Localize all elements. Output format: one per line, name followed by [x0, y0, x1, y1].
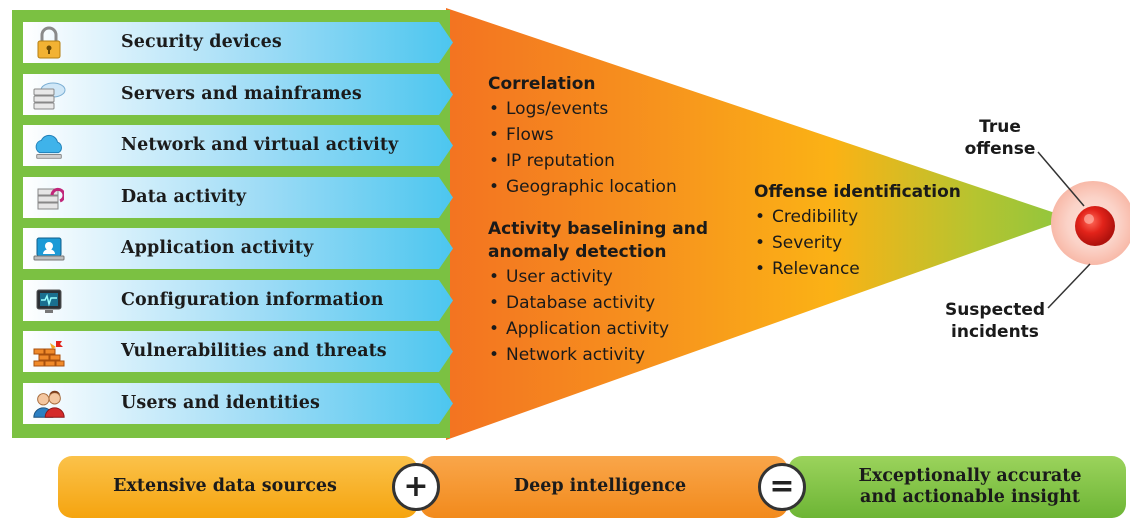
- source-label: Security devices: [121, 32, 282, 52]
- bar-segment-insight: [788, 456, 1126, 518]
- plus-icon: +: [392, 463, 440, 511]
- suspected-line1: Suspected: [944, 300, 1046, 320]
- deep-intelligence-label: Deep intelligence: [513, 476, 687, 496]
- list-item: Geographic location: [488, 174, 677, 200]
- firewall-icon: [31, 334, 67, 370]
- cloud-network-icon: [31, 128, 67, 164]
- list-item: Flows: [488, 122, 677, 148]
- extensive-data-sources-label: Extensive data sources: [113, 476, 337, 496]
- correlation-heading: Correlation: [488, 74, 596, 94]
- baselining-heading-line1: Activity baselining and: [488, 219, 709, 239]
- list-item: Database activity: [488, 290, 708, 316]
- source-row: Network and virtual activity: [23, 125, 453, 166]
- source-row: Servers and mainframes: [23, 73, 453, 115]
- source-arrow: [23, 331, 453, 372]
- list-item: Credibility: [754, 204, 961, 230]
- source-label: Configuration information: [121, 289, 384, 310]
- true-offense-line1: True: [979, 117, 1021, 137]
- users-icon: [31, 386, 67, 422]
- server-cloud-icon: [31, 77, 67, 113]
- list-item: Severity: [754, 230, 961, 256]
- source-arrow: [23, 125, 453, 166]
- suspected-incidents-pointer: [1047, 263, 1091, 309]
- baselining-heading-line2: anomaly detection: [488, 242, 667, 262]
- source-label: Users and identities: [121, 392, 320, 413]
- source-arrow: [23, 176, 453, 218]
- true-offense-dot: [1075, 206, 1115, 246]
- source-label: Vulnerabilities and threats: [121, 341, 387, 361]
- true-offense-pointer: [1037, 151, 1085, 207]
- baselining-list: User activity Database activity Applicat…: [488, 264, 708, 368]
- source-arrow: [23, 228, 453, 269]
- list-item: IP reputation: [488, 148, 677, 174]
- offense-heading: Offense identification: [754, 182, 961, 202]
- source-row: Application activity: [23, 228, 453, 269]
- source-label: Data activity: [121, 186, 247, 207]
- true-offense-line2: offense: [964, 139, 1036, 159]
- offense-block: Offense identification Credibility Sever…: [754, 181, 961, 282]
- source-row: Security devices: [23, 22, 453, 63]
- suspected-incidents-label: Suspected incidents: [942, 299, 1048, 343]
- application-icon: [31, 231, 67, 267]
- list-item: Logs/events: [488, 96, 677, 122]
- source-row: Data activity: [23, 176, 453, 218]
- true-offense-label: True offense: [962, 116, 1038, 160]
- source-label: Servers and mainframes: [121, 83, 362, 104]
- bar-segment-data-sources: [58, 456, 418, 518]
- source-label: Application activity: [121, 238, 314, 258]
- correlation-block: Correlation Logs/events Flows IP reputat…: [488, 73, 677, 200]
- baselining-block: Activity baselining and anomaly detectio…: [488, 218, 708, 368]
- offense-list: Credibility Severity Relevance: [754, 204, 961, 282]
- monitor-config-icon: [31, 283, 67, 319]
- accurate-insight-label: Exceptionally accurate and actionable in…: [820, 466, 1120, 508]
- source-row: Configuration information: [23, 279, 453, 321]
- lock-icon: [31, 25, 67, 61]
- bar-segment-intelligence: [420, 456, 788, 518]
- list-item: User activity: [488, 264, 708, 290]
- list-item: Relevance: [754, 256, 961, 282]
- source-arrow: [23, 382, 453, 424]
- source-label: Network and virtual activity: [121, 135, 399, 155]
- database-icon: [31, 180, 67, 216]
- correlation-list: Logs/events Flows IP reputation Geograph…: [488, 96, 677, 200]
- insight-line2: and actionable insight: [860, 487, 1080, 507]
- source-arrow: [23, 279, 453, 321]
- source-arrow: [23, 22, 453, 63]
- insight-line1: Exceptionally accurate: [858, 466, 1082, 486]
- source-arrow: [23, 73, 453, 115]
- list-item: Network activity: [488, 342, 708, 368]
- equals-icon: =: [758, 463, 806, 511]
- source-row: Vulnerabilities and threats: [23, 331, 453, 372]
- source-row: Users and identities: [23, 382, 453, 424]
- suspected-line2: incidents: [951, 322, 1039, 342]
- list-item: Application activity: [488, 316, 708, 342]
